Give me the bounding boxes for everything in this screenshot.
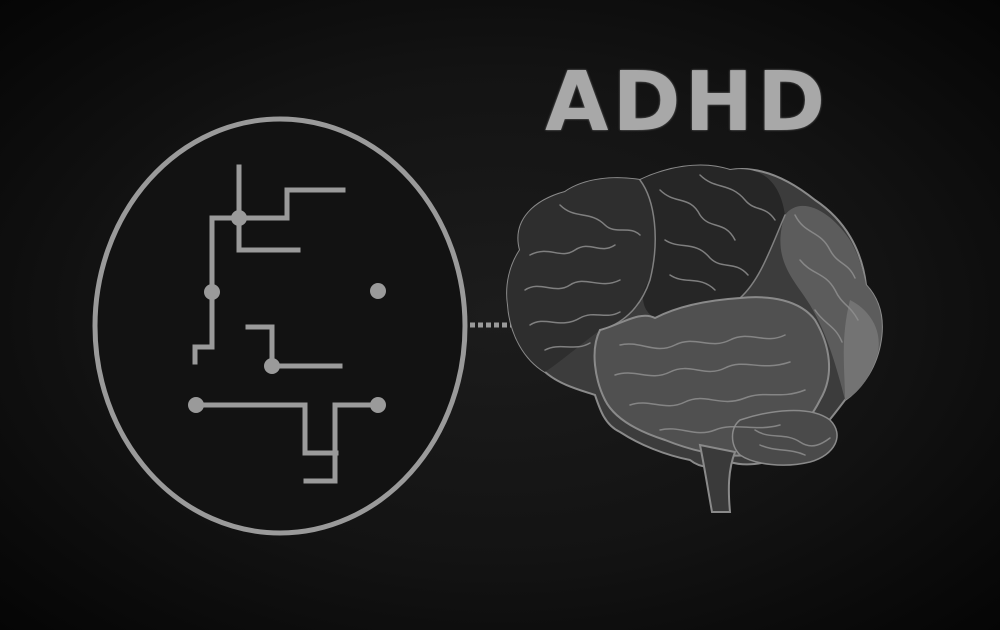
brain-icon (506, 164, 883, 513)
title-adhd: ADHD (545, 55, 830, 150)
circuit-maze-icon (92, 116, 468, 536)
